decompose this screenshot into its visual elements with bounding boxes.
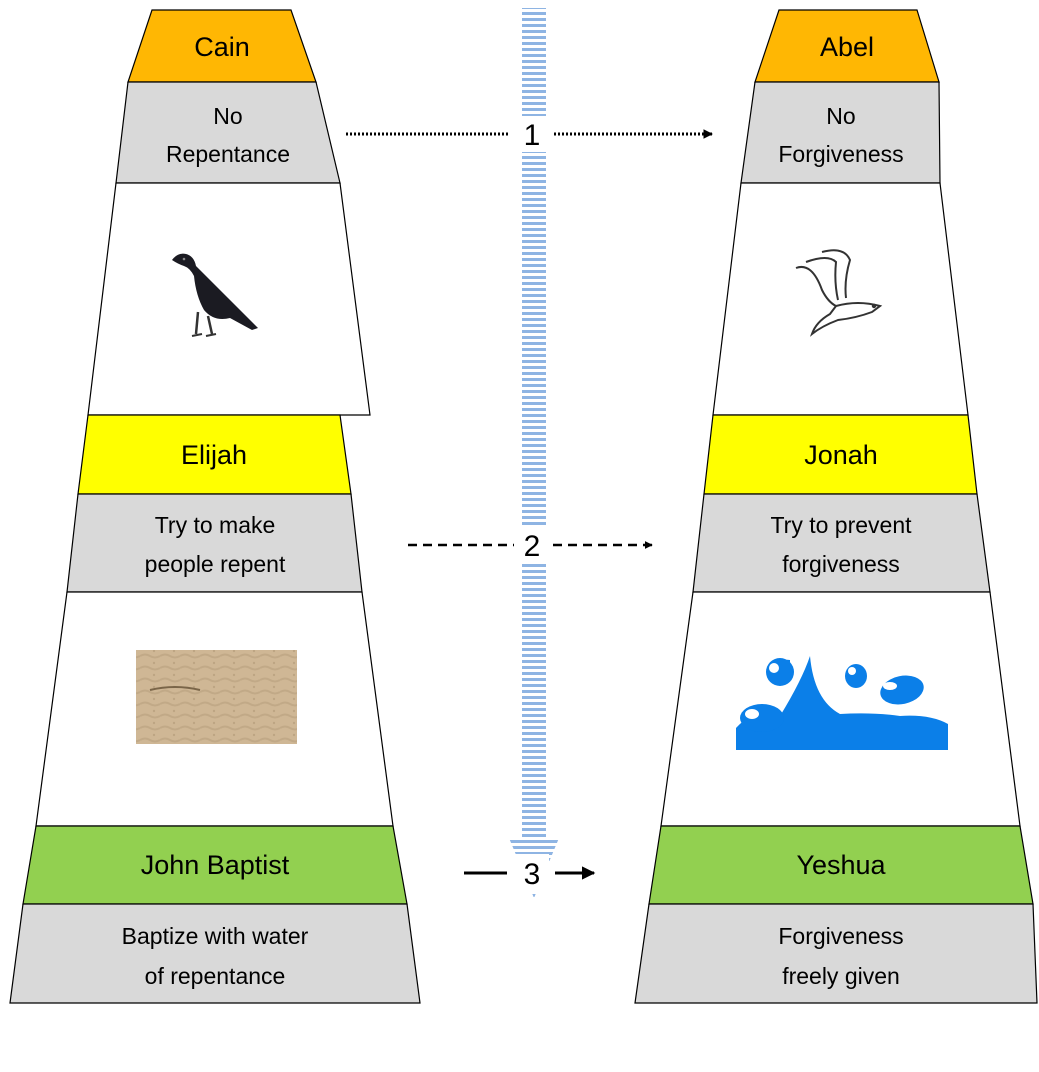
tier-desc-line: No — [213, 103, 242, 129]
connector-2: 2 — [408, 526, 653, 564]
tier-desc-line: freely given — [782, 963, 900, 989]
tier-desc-band — [740, 81, 941, 184]
water-splash-icon — [736, 656, 948, 750]
connector-number: 2 — [524, 530, 541, 563]
connector-number: 1 — [524, 119, 541, 152]
tier-desc-line: Forgiveness — [778, 923, 903, 949]
sand-photo — [136, 650, 297, 744]
tier-title: Abel — [820, 32, 874, 62]
tier-desc-line: people repent — [145, 551, 286, 577]
tier-desc-band — [9, 903, 421, 1004]
tier-desc-line: Baptize with water — [122, 923, 309, 949]
tier-image-panel — [712, 182, 969, 416]
dove-icon — [795, 249, 883, 337]
connector-3: 3 — [464, 854, 596, 892]
tier-title: Cain — [194, 32, 250, 62]
tier-desc-line: Try to make — [155, 512, 276, 538]
tier-desc-line: No — [826, 103, 855, 129]
tier-desc-line: of repentance — [145, 963, 286, 989]
tier-desc-line: Try to prevent — [770, 512, 912, 538]
tier-desc-band — [634, 903, 1038, 1004]
tier-image-panel — [660, 591, 1021, 827]
tier-desc-line: Repentance — [166, 141, 290, 167]
tier-desc-band — [66, 493, 363, 593]
crow-icon — [172, 253, 258, 337]
tier-desc-band — [692, 493, 991, 593]
tier-desc-band — [115, 81, 341, 184]
tier-title: Jonah — [804, 440, 878, 470]
tier-title: Yeshua — [796, 850, 886, 880]
connector-number: 3 — [524, 858, 541, 891]
right-column: Abel No Forgiveness Jonah Try to prevent… — [634, 9, 1038, 1004]
tier-title: Elijah — [181, 440, 247, 470]
connector-1: 1 — [346, 116, 713, 152]
left-column: Cain No Repentance Elijah Try to make pe… — [9, 9, 421, 1004]
tier-desc-line: forgiveness — [782, 551, 900, 577]
tier-title: John Baptist — [141, 850, 290, 880]
tier-desc-line: Forgiveness — [778, 141, 903, 167]
